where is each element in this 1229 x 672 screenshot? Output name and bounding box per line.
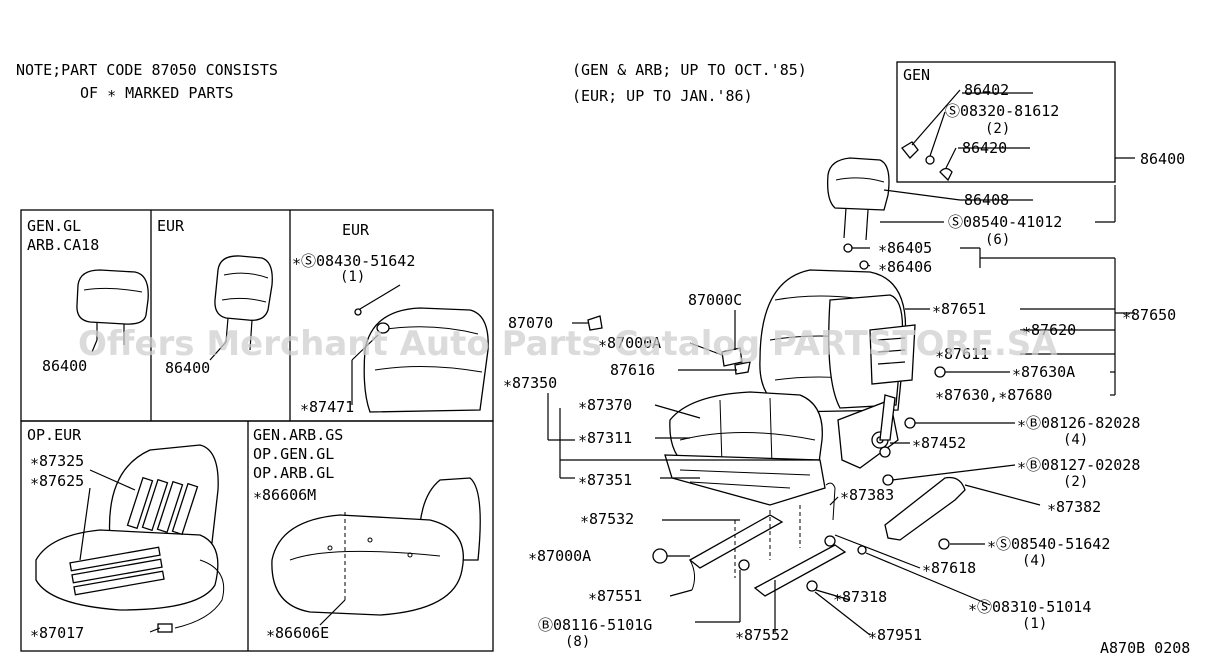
watermark: Offers Merchant Auto Parts Catalog PARTS… [78, 324, 1058, 364]
label-87000a-bottom: ∗87000A [528, 547, 591, 565]
label-87951: ∗87951 [868, 626, 922, 644]
label-87370: ∗87370 [578, 396, 632, 414]
label-87630-87680: ∗87630,∗87680 [935, 386, 1052, 404]
label-08320-qty: (2) [985, 121, 1010, 137]
label-08126-qty: (4) [1063, 432, 1088, 448]
gen-box-title: GEN [903, 66, 930, 84]
label-87620: ∗87620 [1022, 321, 1076, 339]
label-08126-82028: ∗Ⓑ08126-82028 [1017, 414, 1140, 432]
label-08540-51642-qty: (4) [1022, 553, 1047, 569]
panel-gen-arb-part1: ∗86606M [253, 486, 316, 504]
label-87552: ∗87552 [735, 626, 789, 644]
label-86405: ∗86405 [878, 239, 932, 257]
seat-cushion-illustration [271, 477, 481, 626]
label-87551: ∗87551 [588, 587, 642, 605]
panel-eur2-qty: (1) [340, 269, 365, 285]
label-08116-qty: (8) [565, 634, 590, 650]
label-08310-qty: (1) [1022, 616, 1047, 632]
panel-op-eur-title: OP.EUR [27, 426, 82, 444]
label-87350: ∗87350 [503, 374, 557, 392]
label-86406: ∗86406 [878, 258, 932, 276]
label-08540-41012: Ⓢ08540-41012 [948, 213, 1062, 231]
applicability-line-1: (GEN & ARB; UP TO OCT.'85) [572, 61, 807, 79]
panel-op-eur-part2: ∗87625 [30, 472, 84, 490]
label-87351: ∗87351 [578, 471, 632, 489]
label-87000a-top: ∗87000A [598, 334, 661, 352]
panel-gen-arb-title: GEN.ARB.GS [253, 426, 343, 444]
panel-gen-gl-title: GEN.GL [27, 217, 81, 235]
figure-code: A870B 0208 [1100, 639, 1190, 657]
label-08540-51642: ∗Ⓢ08540-51642 [987, 535, 1110, 553]
label-08310-51014: ∗Ⓢ08310-51014 [968, 598, 1091, 616]
label-87383: ∗87383 [840, 486, 894, 504]
label-08320-81612: Ⓢ08320-81612 [945, 102, 1059, 120]
leader-lines [547, 92, 1135, 636]
label-87611: ∗87611 [935, 345, 989, 363]
main-assembly-illustration [587, 89, 966, 597]
label-08127-02028: ∗Ⓑ08127-02028 [1017, 456, 1140, 474]
label-86402: 86402 [964, 81, 1009, 99]
panel-gen-arb-sub2: OP.ARB.GL [253, 464, 334, 482]
panel-gen-gl-part: 86400 [42, 357, 87, 375]
label-87630a: ∗87630A [1012, 363, 1075, 381]
gen-headrest-box [896, 61, 1116, 183]
note-line-1: NOTE;PART CODE 87050 CONSISTS [16, 61, 278, 79]
label-87382: ∗87382 [1047, 498, 1101, 516]
inset-panels [20, 209, 494, 652]
label-87651: ∗87651 [932, 300, 986, 318]
note-line-2: OF ∗ MARKED PARTS [80, 84, 234, 102]
label-87000c: 87000C [688, 291, 742, 309]
headrest-illustration [76, 269, 149, 353]
label-87616: 87616 [610, 361, 655, 379]
label-86420: 86420 [962, 139, 1007, 157]
headrest-eur-illustration [209, 255, 273, 361]
panel-gen-arb-sub1: OP.GEN.GL [253, 445, 334, 463]
label-87452: ∗87452 [912, 434, 966, 452]
seat-heater-illustration [35, 444, 225, 633]
panel-gen-gl-subtitle: ARB.CA18 [27, 236, 99, 254]
label-08127-qty: (2) [1063, 474, 1088, 490]
label-08540-41012-qty: (6) [985, 232, 1010, 248]
panel-eur2-part: ∗87471 [300, 398, 354, 416]
label-08116-5101g: Ⓑ08116-5101G [538, 616, 652, 634]
panel-eur1-title: EUR [157, 217, 185, 235]
applicability-line-2: (EUR; UP TO JAN.'86) [572, 87, 753, 105]
label-87618: ∗87618 [922, 559, 976, 577]
label-87650: ∗87650 [1122, 306, 1176, 324]
label-87311: ∗87311 [578, 429, 632, 447]
panel-eur1-part: 86400 [165, 359, 210, 377]
panel-eur2-title: EUR [342, 221, 370, 239]
label-87070: 87070 [508, 314, 553, 332]
panel-eur2-bolt: ∗Ⓢ08430-51642 [292, 252, 415, 270]
panel-gen-arb-part2: ∗86606E [266, 624, 329, 642]
panel-op-eur-part1: ∗87325 [30, 452, 84, 470]
seatback-eur-illustration [351, 284, 489, 413]
panel-op-eur-part3: ∗87017 [30, 624, 84, 642]
label-86408: 86408 [964, 191, 1009, 209]
label-87318: ∗87318 [833, 588, 887, 606]
label-87532: ∗87532 [580, 510, 634, 528]
label-86400: 86400 [1140, 150, 1185, 168]
